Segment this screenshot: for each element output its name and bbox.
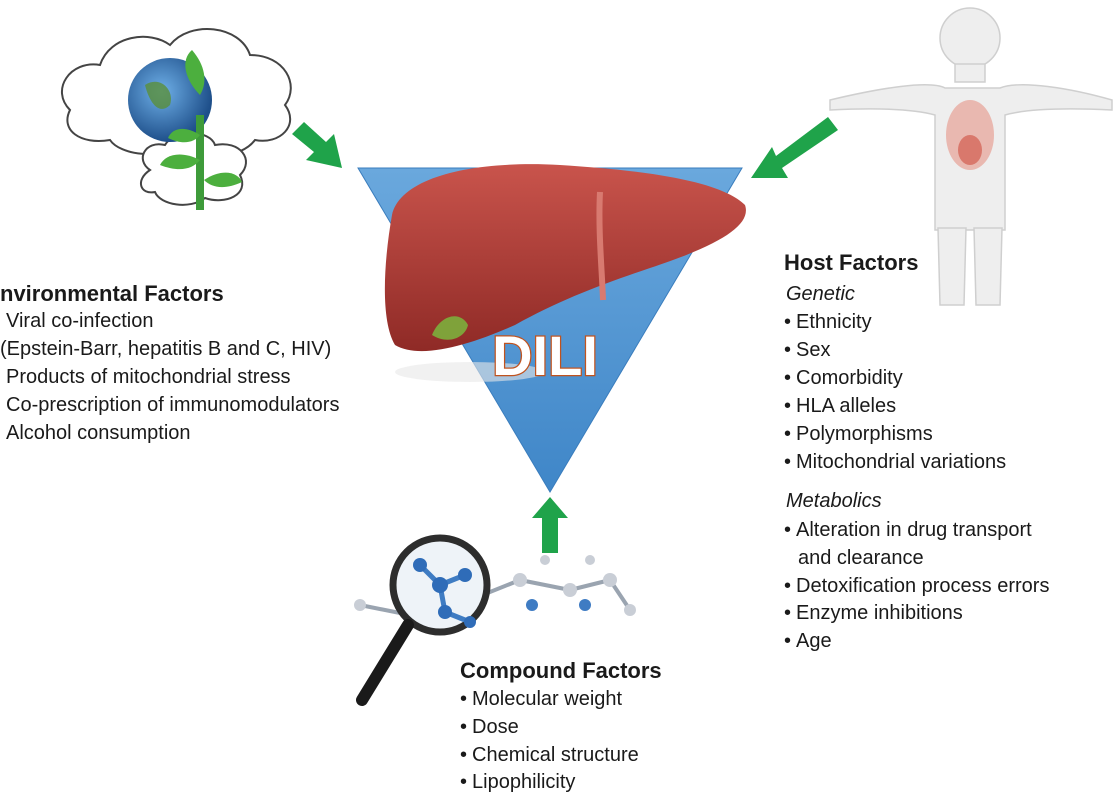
genetic-item: Sex: [784, 336, 830, 364]
metabolics-item: Enzyme inhibitions: [784, 599, 963, 627]
genetic-item: Mitochondrial variations: [784, 448, 1006, 476]
magnifier-molecule-icon: [354, 534, 636, 706]
environmental-item: Alcohol consumption: [6, 422, 191, 444]
compound-heading: Compound Factors: [460, 658, 662, 683]
compound-item: Dose: [460, 713, 519, 741]
liver-icon: [384, 164, 746, 382]
compound-item: Lipophilicity: [460, 768, 575, 796]
host-arrow: [751, 117, 838, 178]
host-heading: Host Factors: [784, 250, 919, 275]
host-metabolics-label: Metabolics: [786, 490, 882, 512]
genetic-item: Ethnicity: [784, 308, 872, 336]
environmental-heading: nvironmental Factors: [0, 281, 224, 306]
metabolics-item: and clearance: [798, 547, 924, 569]
cloud-globe-plant-icon: [60, 28, 292, 210]
environmental-item: (Epstein-Barr, hepatitis B and C, HIV): [0, 338, 332, 360]
compound-arrow: [532, 497, 568, 553]
compound-item: Molecular weight: [460, 685, 622, 713]
genetic-item: Comorbidity: [784, 364, 903, 392]
environmental-arrow: [292, 122, 342, 168]
metabolics-item: Alteration in drug transport: [784, 516, 1032, 544]
genetic-item: HLA alleles: [784, 392, 896, 420]
genetic-item: Polymorphisms: [784, 420, 933, 448]
human-figure-icon: [829, 7, 1113, 306]
compound-item: Chemical structure: [460, 741, 639, 769]
metabolics-item: Age: [784, 627, 832, 655]
metabolics-item: Detoxification process errors: [784, 572, 1049, 600]
dili-label: DILI: [492, 324, 598, 387]
environmental-item: Products of mitochondrial stress: [6, 366, 291, 388]
host-genetic-label: Genetic: [786, 283, 855, 305]
environmental-item: Viral co-infection: [6, 310, 154, 332]
environmental-item: Co-prescription of immunomodulators: [6, 394, 340, 416]
